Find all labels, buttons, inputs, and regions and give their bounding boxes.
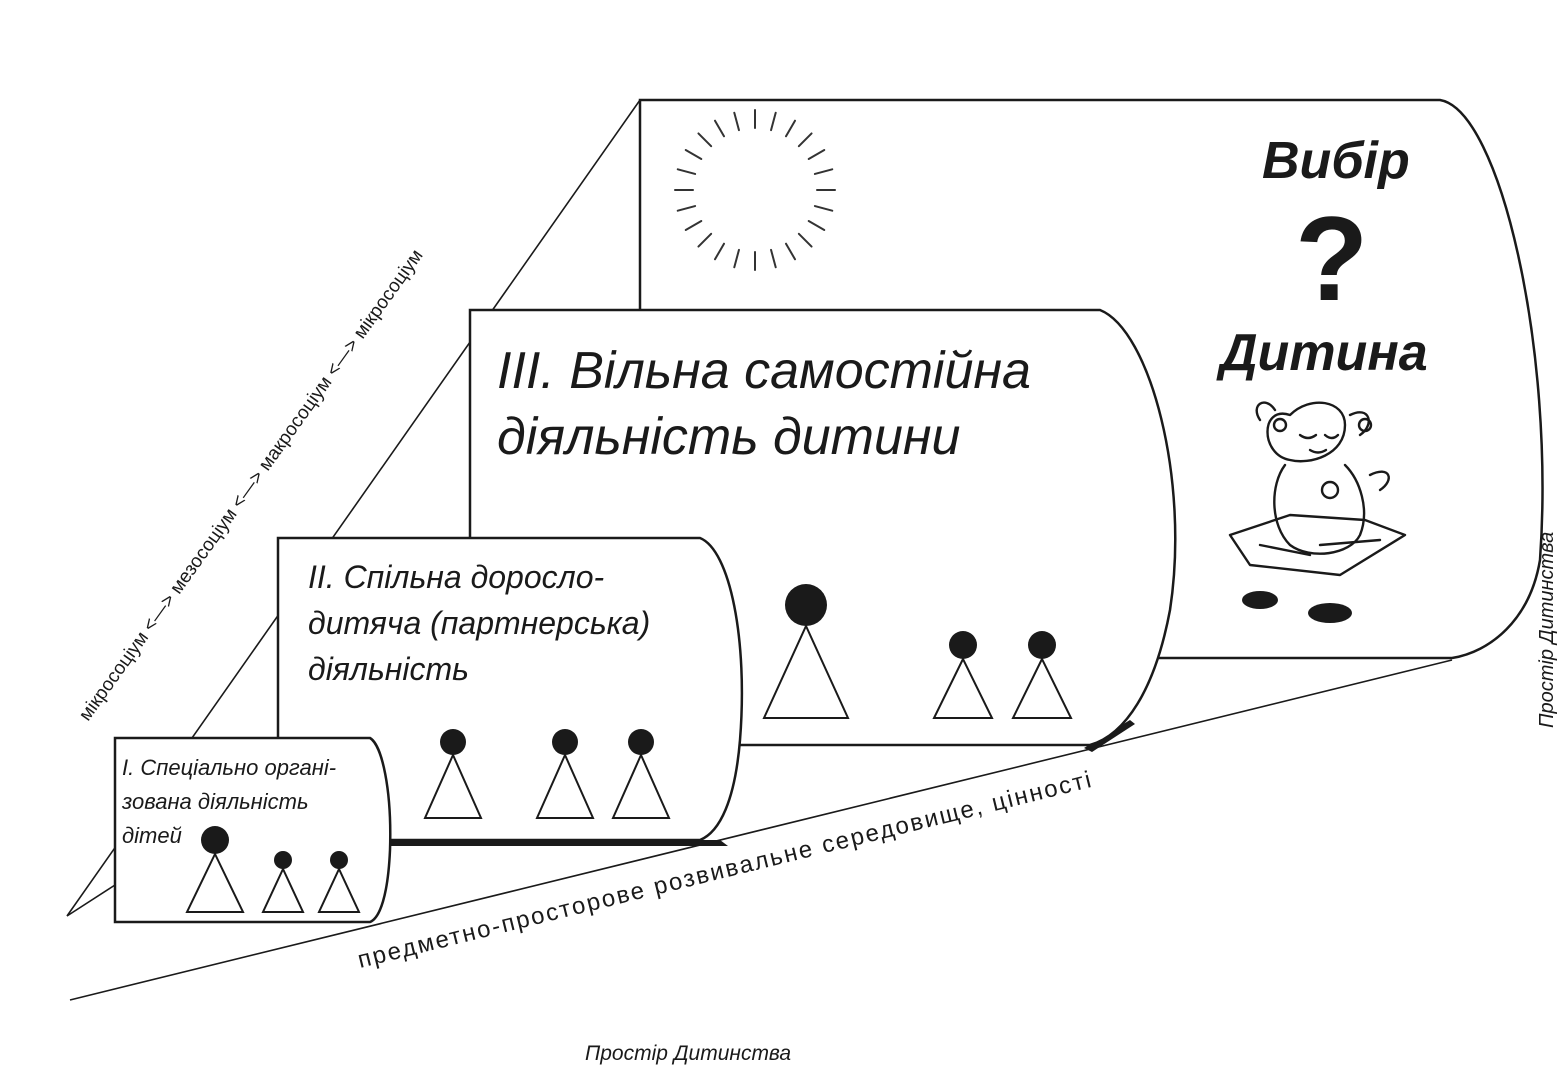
level-1-line-2: зована діяльність <box>121 789 309 814</box>
person-figure-icon <box>317 851 361 913</box>
level-1-line-1: I. Спеціально органі- <box>122 755 336 780</box>
choice-question-mark: ? <box>1295 192 1368 326</box>
level-2-line-1: II. Спільна доросло- <box>308 559 604 595</box>
child-drawing-icon <box>1228 401 1407 623</box>
person-figure-icon <box>535 729 595 819</box>
panel-2-shadow <box>386 840 728 846</box>
person-figure-icon <box>762 584 850 719</box>
sun-icon <box>674 109 836 271</box>
person-figure-icon <box>611 729 671 819</box>
level-3-line-1: III. Вільна самостійна <box>497 342 1031 400</box>
level-2-title: II. Спільна доросло-дитяча (партнерська)… <box>308 559 650 687</box>
left-short-line <box>66 884 116 917</box>
level-2-line-3: діяльність <box>308 651 469 687</box>
level-1-panel <box>113 736 392 924</box>
person-figure-icon <box>423 729 483 819</box>
level-1-title: I. Спеціально органі-зована діяльність ді… <box>121 755 336 848</box>
footer-label: Простір Дитинства <box>585 1042 791 1065</box>
choice-subject: Дитина <box>1216 324 1428 382</box>
level-1-line-3: дітей <box>122 823 182 848</box>
person-figure-icon <box>261 851 305 913</box>
bottom-perspective-line <box>69 659 1453 1001</box>
right-vertical-label: Простір Дитинства <box>1536 532 1558 728</box>
person-figure-icon <box>1011 631 1073 719</box>
level-2-line-2: дитяча (партнерська) <box>308 605 650 641</box>
level-3-line-2: діяльність дитини <box>497 408 960 466</box>
choice-title: Вибір <box>1262 132 1410 190</box>
level-3-title: III. Вільна самостійна діяльність дитини <box>497 342 1031 466</box>
level-2-panel <box>276 536 744 842</box>
person-figure-icon <box>185 826 245 913</box>
person-figure-icon <box>932 631 994 719</box>
